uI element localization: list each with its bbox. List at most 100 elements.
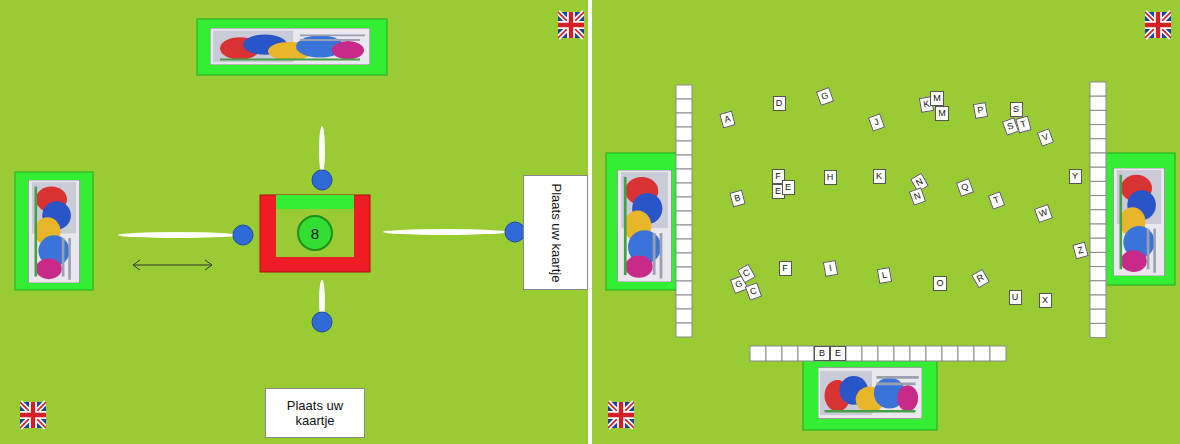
letter-label: N — [912, 190, 922, 202]
rack-cell — [676, 127, 692, 141]
letter-label: Z — [1076, 244, 1084, 255]
rack-cell — [942, 346, 958, 361]
number-label: 8 — [311, 225, 319, 242]
rack-cell — [676, 295, 692, 309]
rack-cell — [676, 141, 692, 155]
letter-label: K — [876, 171, 882, 181]
rack-cell — [958, 346, 974, 361]
number-circle: 8 — [297, 215, 333, 251]
letter-label: Q — [960, 181, 970, 193]
rack-cell — [676, 169, 692, 183]
letter-tile: Y — [1069, 169, 1082, 184]
rack-cell — [1090, 267, 1106, 281]
rack-cell — [1090, 181, 1106, 195]
letter-label: M — [938, 108, 946, 118]
letter-tile: S — [1010, 102, 1023, 117]
rack-cell — [990, 346, 1006, 361]
rack-cell — [1090, 167, 1106, 181]
rack-cell — [676, 225, 692, 239]
card-slot: Plaats uw kaartje — [523, 175, 588, 290]
instruction-text: Plaats uw kaartje — [548, 183, 563, 283]
rack-cell — [676, 281, 692, 295]
rack-cell — [1090, 295, 1106, 309]
rack-cell — [766, 346, 782, 361]
letter-label: D — [776, 98, 783, 108]
letter-label: T — [1019, 118, 1027, 129]
letter-label: C — [740, 267, 751, 279]
rack-cell — [1090, 125, 1106, 139]
rack-cell — [676, 309, 692, 323]
rack-cell — [676, 85, 692, 99]
letter-label: P — [976, 104, 984, 115]
rack-cell — [1090, 96, 1106, 110]
rack-cell — [676, 323, 692, 337]
rack-cell — [1090, 224, 1106, 238]
letter-label: A — [723, 113, 731, 124]
letter-tile: E — [782, 180, 795, 195]
rack-cell — [1090, 238, 1106, 252]
letter-tile: U — [1009, 290, 1022, 305]
letter-label: J — [872, 116, 880, 127]
rack-cell — [910, 346, 926, 361]
rack-cell — [1090, 309, 1106, 323]
letter-label: F — [782, 263, 788, 273]
letter-tile: I — [822, 259, 837, 276]
letter-label: L — [881, 269, 888, 280]
letter-label: E — [775, 186, 781, 196]
letter-tile: X — [1039, 293, 1052, 308]
rack-cell — [830, 346, 846, 361]
letter-label: F — [775, 171, 781, 181]
letter-label: G — [820, 90, 830, 102]
letter-label: V — [1040, 131, 1049, 142]
rack-cell — [926, 346, 942, 361]
letter-label: B — [733, 192, 741, 203]
rack-cell — [750, 346, 766, 361]
rack-cell — [1090, 110, 1106, 124]
instruction-text: Plaats uw kaartje — [275, 398, 355, 428]
letter-label: E — [835, 348, 841, 358]
rack-cell — [974, 346, 990, 361]
rack-cell — [676, 253, 692, 267]
rack-cell — [676, 211, 692, 225]
letter-label: N — [913, 176, 924, 188]
rack-cell — [676, 183, 692, 197]
card-slot: Plaats uw kaartje — [265, 388, 365, 438]
rack-cell — [676, 113, 692, 127]
letter-label: H — [827, 172, 834, 182]
letter-label: E — [785, 182, 791, 192]
letter-label: W — [1037, 206, 1048, 218]
rack-cell — [846, 346, 862, 361]
letter-label: S — [1005, 120, 1014, 131]
rack-cell — [814, 346, 830, 361]
letter-tile: K — [873, 169, 886, 184]
letter-label: R — [974, 272, 985, 284]
rack-cell — [862, 346, 878, 361]
letter-tile: H — [824, 170, 837, 185]
letter-label: O — [936, 278, 943, 288]
rack-cell — [798, 346, 814, 361]
letter-label: B — [819, 348, 825, 358]
letter-tile: L — [876, 266, 891, 283]
rack-cell — [676, 267, 692, 281]
rack-cell — [1090, 82, 1106, 96]
rack-cell — [676, 239, 692, 253]
rack-cell — [1090, 323, 1106, 337]
rack-cell — [1090, 139, 1106, 153]
rack-cell — [1090, 281, 1106, 295]
letter-label: Y — [1072, 171, 1078, 181]
rack-cell — [1090, 252, 1106, 266]
letter-label: T — [992, 194, 1001, 205]
letter-label: X — [1042, 295, 1048, 305]
rack-cell — [676, 155, 692, 169]
letter-label: U — [1012, 292, 1019, 302]
letter-label: M — [933, 93, 941, 103]
rack-cell — [1090, 153, 1106, 167]
letter-tile: P — [972, 101, 987, 118]
rack-letter: E — [830, 346, 846, 361]
letter-tile: D — [773, 96, 786, 111]
letter-tile: O — [933, 276, 947, 291]
rack-cell — [1090, 196, 1106, 210]
rack-cell — [894, 346, 910, 361]
letter-tile: M — [935, 106, 949, 121]
